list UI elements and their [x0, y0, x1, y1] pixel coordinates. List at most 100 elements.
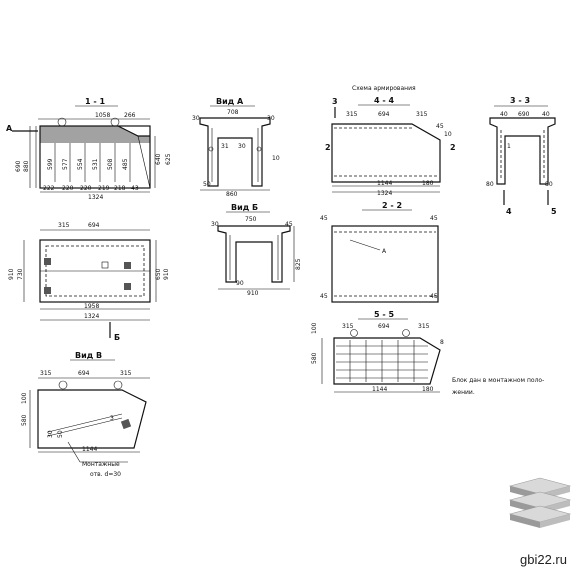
section-1-1: 1 - 1 1058 266 A 599 577 554 531 508 485…: [6, 97, 172, 201]
dim-220b: 220: [80, 185, 92, 192]
dim-45-f: 45: [320, 293, 328, 300]
dim-30-mid: 30: [238, 143, 246, 150]
dim-31: 31: [221, 143, 229, 150]
view-V-title: Вид В: [75, 351, 102, 360]
dim-100-c: 100: [311, 322, 318, 334]
section-2-2: 2 - 2 45 45 А 45 45: [320, 201, 439, 303]
marker-B-cyr: Б: [114, 333, 120, 342]
dim-880: 880: [23, 160, 30, 172]
dim-1958: 1958: [84, 303, 99, 310]
stacked-blocks-icon: [508, 477, 572, 528]
dim-45-c: 45: [436, 123, 444, 130]
label-508: 508: [107, 158, 114, 170]
dim-690-b: 690: [518, 111, 530, 118]
view-B-title: Вид Б: [231, 203, 258, 212]
dim-45-g: 45: [430, 293, 438, 300]
dim-266: 266: [124, 112, 136, 119]
label-485: 485: [122, 158, 129, 170]
dim-45-e: 45: [430, 215, 438, 222]
dim-1144-c: 1144: [372, 386, 387, 393]
section-3-3-title: 3 - 3: [510, 96, 530, 105]
section-4-4-title: 4 - 4: [374, 96, 394, 105]
dim-222: 222: [43, 185, 55, 192]
dim-45-d: 45: [320, 215, 328, 222]
dim-220a: 220: [62, 185, 74, 192]
dim-730: 730: [17, 268, 24, 280]
dim-180-c: 180: [422, 386, 434, 393]
general-note: Блок дан в монтажном поло- жении.: [452, 377, 544, 396]
label-577: 577: [62, 158, 69, 170]
mounting-holes-note-line1: Монтажные: [82, 461, 120, 468]
dim-30-e: 30: [47, 430, 54, 438]
dim-1324-plan: 1324: [84, 313, 99, 320]
marker-5: 5: [551, 207, 557, 216]
dim-315-a: 315: [346, 111, 358, 118]
dim-315-c: 315: [342, 323, 354, 330]
dim-1058: 1058: [95, 112, 110, 119]
dim-30-b: 30: [211, 221, 219, 228]
dim-90: 90: [236, 280, 244, 287]
view-A-title: Вид А: [216, 97, 244, 106]
note-line1: Блок дан в монтажном поло-: [452, 377, 544, 384]
dim-910-plan: 910: [8, 268, 15, 280]
dim-1144-e: 1144: [82, 446, 97, 453]
dim-1324-b: 1324: [377, 190, 392, 197]
dim-10-c: 10: [444, 131, 452, 138]
label-554: 554: [77, 158, 84, 170]
dim-219: 219: [98, 185, 110, 192]
view-A: Вид А 708 30 30 31 30 50 860 10: [192, 97, 280, 198]
dim-315-e: 315: [40, 370, 52, 377]
dim-694-plan: 694: [88, 222, 100, 229]
dim-180: 180: [422, 180, 434, 187]
dim-860: 860: [226, 191, 238, 198]
reinforcement-caption: Схема армирования: [352, 85, 416, 92]
dim-40-b: 40: [542, 111, 550, 118]
dim-3: 3: [110, 415, 114, 422]
dim-50: 50: [203, 181, 211, 188]
view-B: Вид Б 750 30 45 825 90 910: [211, 203, 302, 297]
dim-43: 43: [131, 185, 139, 192]
dim-8: 8: [440, 339, 444, 346]
plan-view: 315 694 910 730 650 910 1958 1324 Б: [8, 222, 170, 342]
dim-580-e: 580: [21, 414, 28, 426]
marker-2-left: 2: [325, 143, 331, 152]
dim-650: 650: [155, 268, 162, 280]
label-625: 625: [165, 153, 172, 165]
dim-1324: 1324: [88, 194, 103, 201]
dim-315-plan: 315: [58, 222, 70, 229]
label-640: 640: [155, 153, 162, 165]
dim-30-left: 30: [192, 115, 200, 122]
note-line2: жении.: [452, 389, 475, 396]
marker-2-right: 2: [450, 143, 456, 152]
view-V: Вид В 315 694 315 3 100 580 30 50 1144 М…: [21, 351, 150, 478]
dim-1144: 1144: [377, 180, 392, 187]
mounting-holes-note-line2: отв. d=30: [90, 471, 121, 478]
label-531: 531: [92, 158, 99, 170]
dim-30-right: 30: [267, 115, 275, 122]
dim-80-b: 80: [545, 181, 553, 188]
dim-750: 750: [245, 216, 257, 223]
section-1-1-title: 1 - 1: [85, 97, 105, 106]
dim-694-c: 694: [378, 323, 390, 330]
dim-694-e: 694: [78, 370, 90, 377]
dim-100-e: 100: [21, 392, 28, 404]
dim-910-plan-r: 910: [163, 268, 170, 280]
dim-40-a: 40: [500, 111, 508, 118]
section-2-2-title: 2 - 2: [382, 201, 402, 210]
dim-45-b: 45: [285, 221, 293, 228]
dim-708: 708: [227, 109, 239, 116]
dim-315-d: 315: [418, 323, 430, 330]
marker-1: 1: [507, 143, 511, 150]
dim-694-a: 694: [378, 111, 390, 118]
dim-315-f: 315: [120, 370, 132, 377]
dim-218: 218: [114, 185, 126, 192]
section-5-5-title: 5 - 5: [374, 310, 394, 319]
marker-A: A: [6, 124, 13, 133]
dim-80-a: 80: [486, 181, 494, 188]
label-599: 599: [47, 158, 54, 170]
section-3-3: 3 - 3 40 690 40 80 80 1 4 5: [486, 96, 557, 216]
marker-4: 4: [506, 207, 512, 216]
site-watermark: gbi22.ru: [520, 552, 567, 567]
